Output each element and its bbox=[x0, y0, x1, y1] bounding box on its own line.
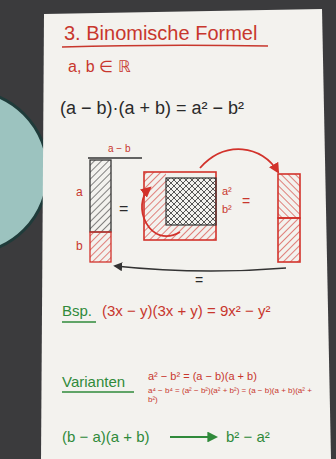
right-bar-bottom bbox=[278, 218, 300, 262]
left-bar-bottom bbox=[90, 232, 111, 262]
square-outline bbox=[144, 172, 216, 240]
underline bbox=[62, 391, 134, 392]
paper-sheet bbox=[41, 9, 331, 459]
dimension-line bbox=[88, 157, 142, 159]
dimension-label: a − b bbox=[108, 143, 131, 155]
equals-sign: = bbox=[195, 272, 203, 288]
equal-arrow bbox=[115, 266, 286, 271]
example-formula: (3x − y)(3x + y) = 9x² − y² bbox=[102, 302, 270, 319]
area-label: b² bbox=[222, 203, 232, 216]
variant-formula: a⁴ − b⁴ = (a² − b²)(a² + b²) = (a − b)(a… bbox=[148, 386, 316, 404]
title-underline bbox=[62, 45, 268, 47]
example-label: Bsp. bbox=[62, 302, 92, 319]
dimension-label: a bbox=[76, 186, 83, 200]
implication-arrow bbox=[170, 436, 216, 438]
variant-formula: b² − a² bbox=[226, 428, 270, 445]
dimension-label: b bbox=[76, 240, 83, 254]
variable-domain: a, b ∈ ℝ bbox=[68, 58, 131, 76]
equals-sign: = bbox=[119, 200, 128, 218]
left-bar-top bbox=[90, 160, 111, 232]
section-label: Varianten bbox=[62, 373, 125, 390]
move-arrow bbox=[200, 149, 278, 172]
area-label: a² bbox=[222, 185, 232, 198]
title: 3. Binomische Formel bbox=[64, 22, 257, 45]
equals-sign: = bbox=[242, 193, 250, 209]
variant-formula: (b − a)(a + b) bbox=[62, 428, 150, 445]
move-arrow bbox=[142, 188, 180, 236]
neighbour-poster bbox=[0, 90, 48, 254]
variant-formula: a² − b² = (a − b)(a + b) bbox=[148, 370, 257, 383]
formula: (a − b)·(a + b) = a² − b² bbox=[60, 98, 244, 119]
underline bbox=[62, 321, 96, 322]
square-strip bbox=[144, 172, 166, 225]
inner-square bbox=[166, 178, 216, 225]
right-bar-top bbox=[278, 174, 300, 218]
